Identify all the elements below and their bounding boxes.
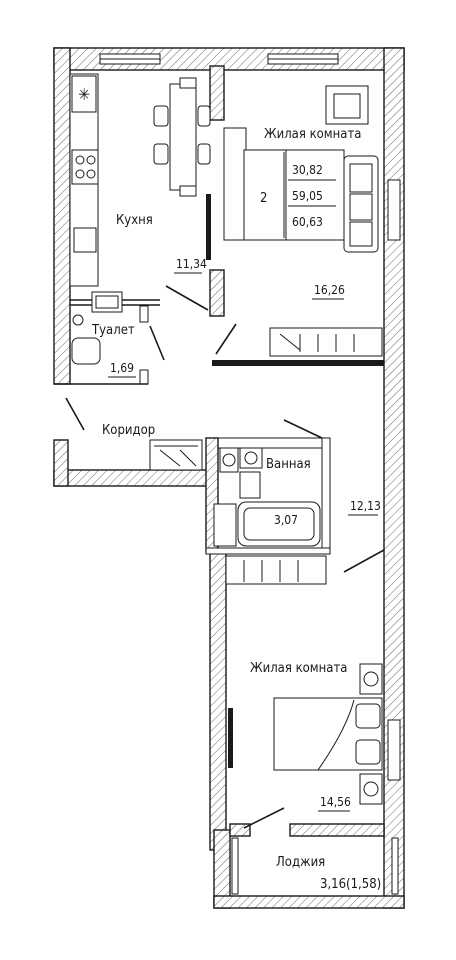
- apartment-area-3: 60,63: [292, 215, 323, 229]
- living2-label: Жилая комната: [250, 661, 347, 676]
- kitchen-area: 11,34: [176, 257, 207, 271]
- doors: [65, 194, 385, 829]
- living1-label: Жилая комната: [264, 127, 361, 142]
- living2-area: 14,56: [320, 795, 351, 809]
- kitchen-label: Кухня: [116, 213, 153, 228]
- bathroom-fixtures: [213, 447, 321, 547]
- dining-table: [169, 83, 197, 191]
- sink-icon: [73, 227, 97, 253]
- svg-text:✳: ✳: [78, 85, 90, 104]
- apartment-area-2: 59,05: [292, 189, 323, 203]
- corridor-area: 12,13: [350, 499, 381, 513]
- bed: [243, 149, 345, 241]
- wardrobe-1: [269, 327, 383, 357]
- windows: [99, 53, 401, 781]
- bathtub-icon: [237, 501, 321, 547]
- toilet-bowl-icon: [71, 337, 101, 365]
- bath-sink-icon: [239, 447, 263, 469]
- fridge-icon: [71, 75, 97, 113]
- tv-stand: [223, 127, 247, 241]
- bathroom-label: Ванная: [266, 457, 311, 472]
- rooms-count: 2: [260, 191, 267, 206]
- washer-icon: [219, 447, 239, 473]
- apartment-area-1: 30,82: [292, 163, 323, 177]
- wardrobe-2: [225, 555, 327, 585]
- loggia-area: 3,16(1,58): [320, 877, 381, 892]
- toilet-label: Туалет: [91, 323, 135, 338]
- bath-toilet-icon: [213, 503, 237, 547]
- kitchen-fixtures: ✳: [69, 73, 211, 287]
- living2-furniture: [273, 663, 383, 805]
- living1-furniture: [223, 85, 383, 357]
- bathroom-area: 3,07: [274, 513, 298, 527]
- corridor-furniture: [149, 439, 327, 585]
- hallway-shelf: [149, 439, 203, 471]
- nightstand-bottom: [359, 773, 383, 805]
- stove-icon: [71, 149, 99, 185]
- loggia-label: Лоджия: [276, 855, 325, 870]
- toilet-fixtures: [71, 291, 123, 365]
- toilet-area: 1,69: [110, 361, 134, 375]
- room-labels: Жилая комната 2 30,82 59,05 60,63 Кухня …: [91, 127, 381, 892]
- nightstand-top: [359, 663, 383, 695]
- living1-area: 16,26: [314, 283, 345, 297]
- corridor-label: Коридор: [102, 423, 155, 438]
